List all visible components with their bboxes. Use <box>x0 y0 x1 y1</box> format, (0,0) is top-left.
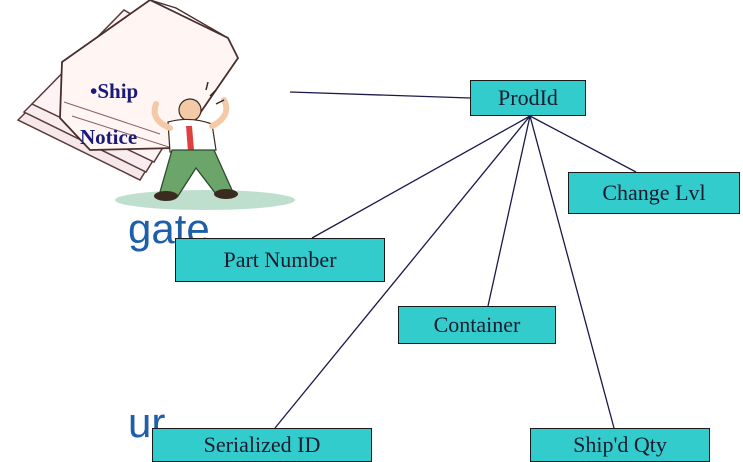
node-change-lvl: Change Lvl <box>568 172 740 214</box>
ship-notice-label-line2: Notice <box>80 126 137 148</box>
ship-notice-label-line1: •Ship <box>90 80 138 102</box>
node-container: Container <box>398 306 556 344</box>
node-prodid: ProdId <box>470 80 586 116</box>
node-shipd-qty: Ship'd Qty <box>530 428 710 462</box>
node-serialized-id: Serialized ID <box>152 428 372 462</box>
node-part-number: Part Number <box>175 238 385 282</box>
